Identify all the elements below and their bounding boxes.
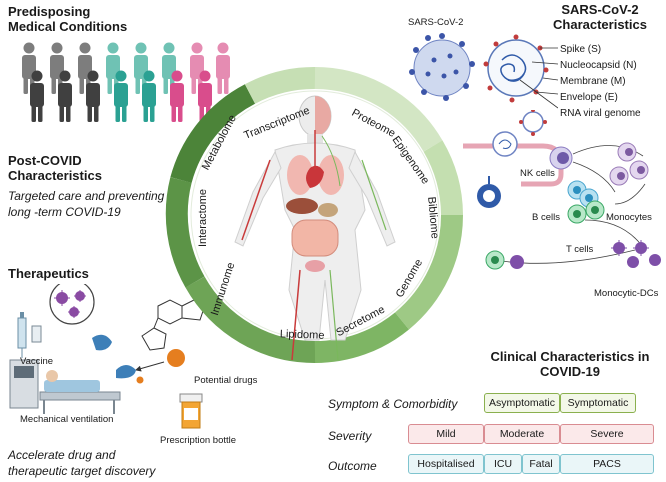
magnifier-icon xyxy=(49,284,95,325)
ventilator-icon xyxy=(9,359,121,414)
pacs-cell: PACS xyxy=(560,454,654,474)
drug-ball-icon xyxy=(167,349,185,367)
post-covid-text: Targeted care and preventing long -term … xyxy=(8,188,164,220)
virus-cross-section-icon xyxy=(483,34,549,103)
therapeutics-footer-line2: therapeutic target discovery xyxy=(8,464,156,478)
therapeutics-title: Therapeutics xyxy=(8,266,89,281)
mechanical-ventilation-label: Mechanical ventilation xyxy=(20,414,114,425)
sars-title: SARS-CoV-2 Characteristics xyxy=(540,2,660,32)
virus-part-rna: RNA viral genome xyxy=(560,108,641,119)
mild-cell: Mild xyxy=(408,424,484,444)
monocytes-icon xyxy=(609,142,649,186)
clinical-title-line1: Clinical Characteristics in xyxy=(490,349,650,364)
predisposing-title: Predisposing Medical Conditions xyxy=(8,4,127,34)
fatal-cell: Fatal xyxy=(522,454,560,474)
ring-segments xyxy=(165,66,464,364)
predisposing-title-line2: Medical Conditions xyxy=(8,19,128,34)
moderate-cell: Moderate xyxy=(484,424,560,444)
virus-part-nucleocapsid: Nucleocapsid (N) xyxy=(560,60,637,71)
monocytes-label: Monocytes xyxy=(606,212,652,223)
t-cells-icon xyxy=(567,200,605,224)
post-covid-title-line1: Post-COVID xyxy=(8,153,82,168)
severity-row-label: Severity xyxy=(328,429,372,443)
immune-illustration xyxy=(463,110,661,270)
symptomatic-cell: Symptomatic xyxy=(560,393,636,413)
therapeutics-footer: Accelerate drug and therapeutic target d… xyxy=(8,447,155,479)
omics-ring: Transcriptome Proteome Epigenome Bibliom… xyxy=(165,66,464,364)
predisposing-title-line1: Predisposing xyxy=(8,4,91,19)
virus-part-envelope: Envelope (E) xyxy=(560,92,618,103)
prescription-bottle-label: Prescription bottle xyxy=(160,435,237,446)
antibody-icon xyxy=(92,334,112,351)
post-covid-title: Post-COVID Characteristics xyxy=(8,153,102,183)
outcome-row-label: Outcome xyxy=(328,459,377,473)
therapeutics-illustration xyxy=(9,284,205,429)
sars-title-line1: SARS-CoV-2 xyxy=(561,2,639,17)
post-covid-title-line2: Characteristics xyxy=(8,168,102,183)
virus-parts-list: Spike (S) Nucleocapsid (N) Membrane (M) … xyxy=(560,42,641,122)
virus-icon xyxy=(56,291,85,317)
clinical-title: Clinical Characteristics in COVID-19 xyxy=(480,349,660,379)
molecule-icon xyxy=(141,299,205,351)
monocytic-dcs-label: Monocytic-DCs xyxy=(594,288,659,299)
post-covid-text-line1: Targeted care and preventing xyxy=(8,189,165,203)
human-body-icon xyxy=(234,95,396,361)
prescription-bottle-icon xyxy=(179,393,203,429)
antigen-presenting-cell-icon xyxy=(477,176,501,208)
b-cells-label: B cells xyxy=(532,212,560,223)
virus-label: SARS-CoV-2 xyxy=(408,17,464,28)
potential-drugs-label: Potential drugs xyxy=(194,375,258,386)
virus-part-membrane: Membrane (M) xyxy=(560,76,626,87)
sars-title-line2: Characteristics xyxy=(553,17,647,32)
virus-illustration xyxy=(409,33,558,109)
post-covid-text-line2: long -term COVID-19 xyxy=(8,205,121,219)
virus-part-spike: Spike (S) xyxy=(560,44,602,55)
coronavirus-icon xyxy=(409,33,475,101)
nk-cells-label: NK cells xyxy=(520,168,555,179)
therapeutics-footer-line1: Accelerate drug and xyxy=(8,448,116,462)
vaccine-label: Vaccine xyxy=(20,356,54,367)
symptom-row-label: Symptom & Comorbidity xyxy=(328,397,458,411)
clinical-title-line2: COVID-19 xyxy=(540,364,600,379)
hospitalised-cell: Hospitalised xyxy=(408,454,484,474)
monocytic-dc-icon xyxy=(613,242,661,268)
omics-bibliome: Bibliome xyxy=(425,196,441,239)
syringe-icon xyxy=(17,312,27,358)
omics-lipidome: Lipidome xyxy=(280,328,325,342)
asymptomatic-cell: Asymptomatic xyxy=(484,393,560,413)
icu-cell: ICU xyxy=(484,454,522,474)
severe-cell: Severe xyxy=(560,424,654,444)
omics-interactome: Interactome xyxy=(197,189,209,247)
t-cells-label: T cells xyxy=(566,244,594,255)
